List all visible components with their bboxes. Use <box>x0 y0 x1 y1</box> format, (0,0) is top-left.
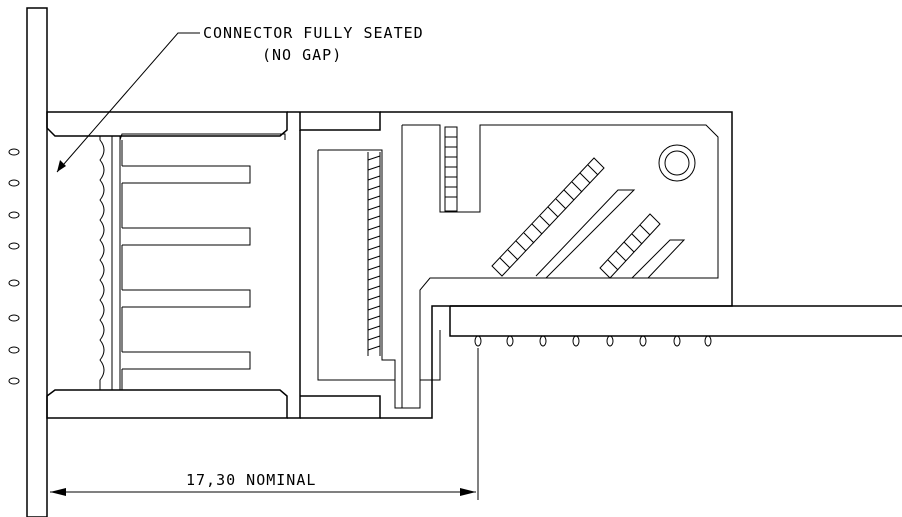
angled-contacts-small <box>599 213 686 279</box>
dimension-arrow-right-icon <box>460 488 476 496</box>
angled-contacts-large <box>491 157 636 279</box>
main-board <box>8 7 48 517</box>
dimension-arrow-left-icon <box>50 488 66 496</box>
mounting-hole-icon <box>658 144 696 182</box>
annotation-line2: (NO GAP) <box>262 46 342 64</box>
connector-housing-left <box>46 111 288 419</box>
small-contact-stack <box>444 126 458 212</box>
dimension-line <box>50 348 479 500</box>
contact-comb <box>367 152 381 356</box>
connector-housing-right <box>380 111 733 419</box>
board-pins <box>8 148 20 385</box>
dimension-label: 17,30 NOMINAL <box>186 471 316 489</box>
annotation-leader <box>56 32 200 173</box>
card-pins <box>474 335 712 347</box>
connector-housing-middle <box>287 111 441 419</box>
arrowhead-icon <box>57 160 66 172</box>
daughter-card <box>449 305 902 347</box>
annotation-line1: CONNECTOR FULLY SEATED <box>203 24 424 42</box>
